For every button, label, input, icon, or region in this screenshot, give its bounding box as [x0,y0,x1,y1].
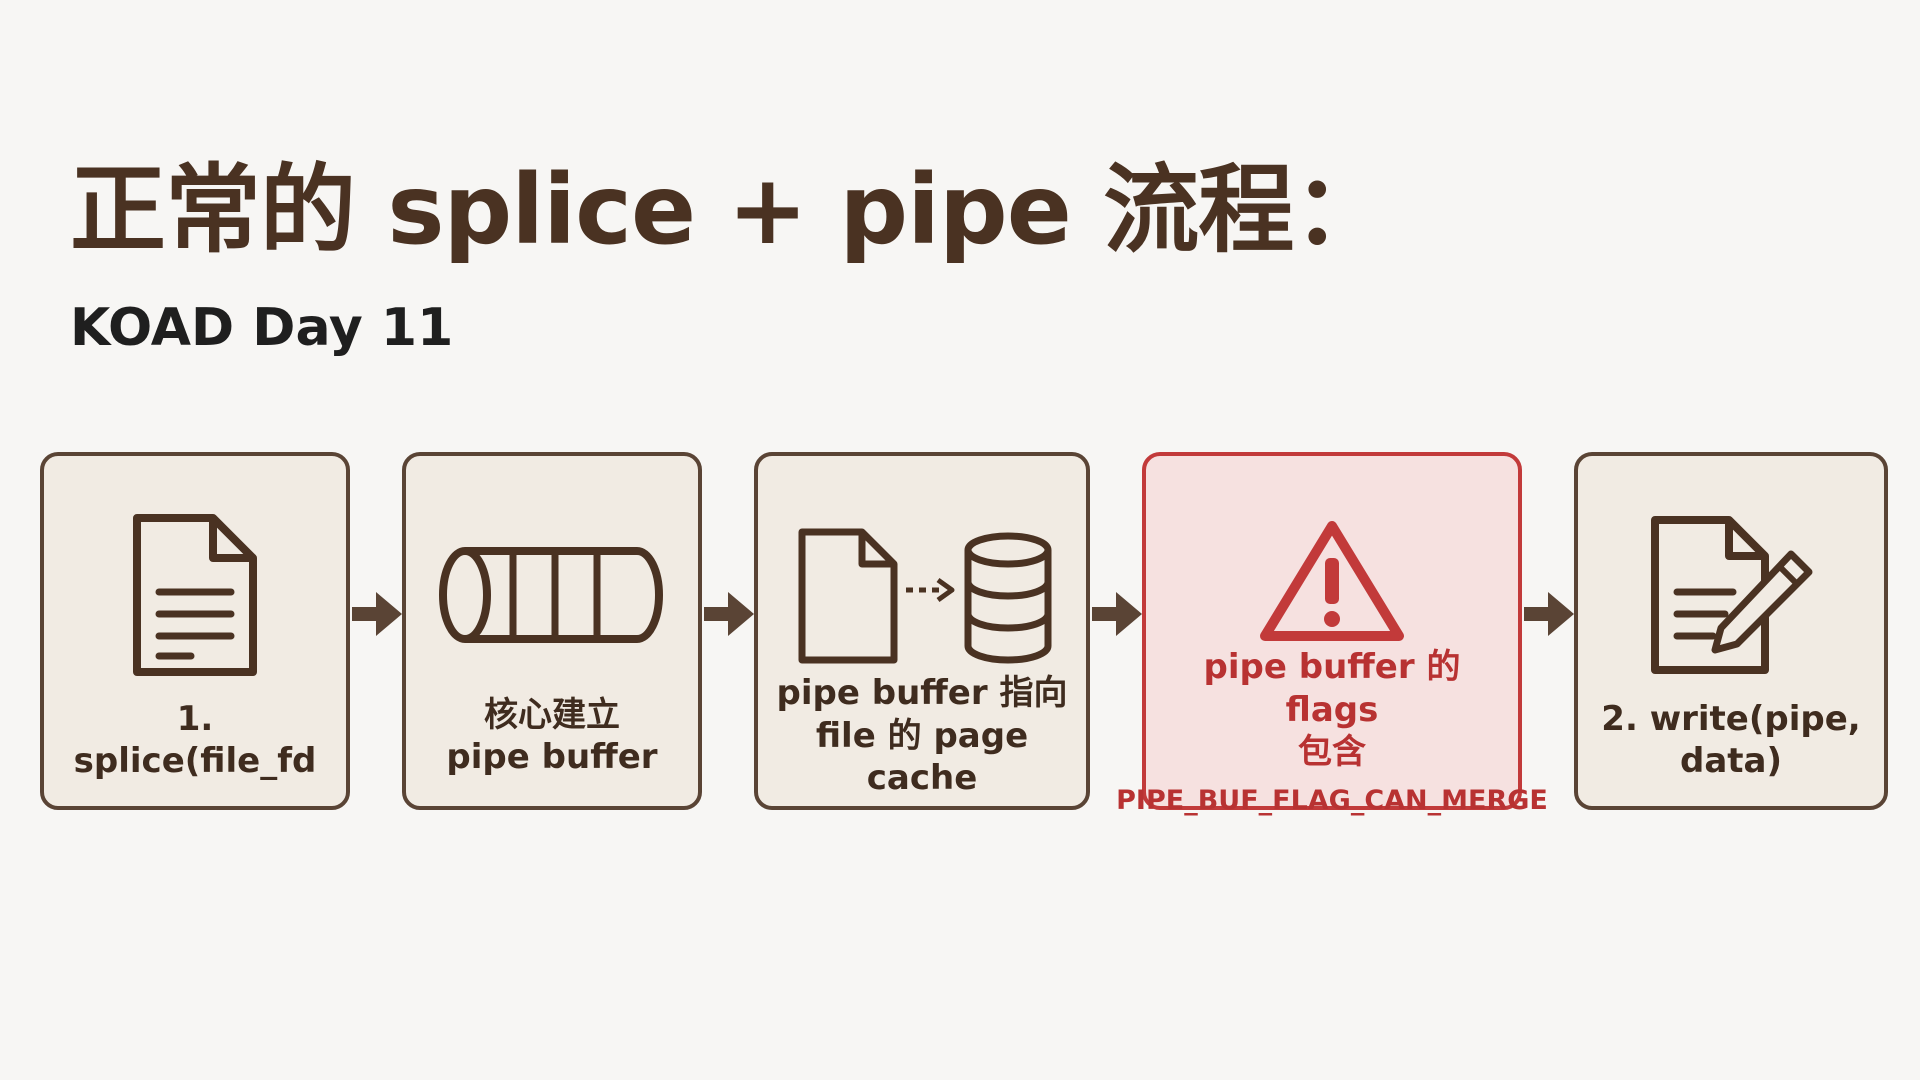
arrow-right-icon [704,592,754,636]
step-4-label-line-1: pipe buffer 的 flags [1203,647,1461,730]
step-3-label-line-2: file 的 page cache [815,715,1029,799]
page-title: 正常的 splice + pipe 流程： [70,154,1389,266]
arrow-right-icon [1092,592,1142,636]
step-2-label-line-1: 核心建立 [484,694,620,735]
document-edit-icon [1578,510,1884,680]
step-2-label-line-2: pipe buffer [446,737,658,777]
step-2-label: 核心建立 pipe buffer [414,684,690,788]
warning-icon [1146,496,1518,666]
arrow-right-icon [352,592,402,636]
step-3-label-line-1: pipe buffer 指向 [776,673,1068,714]
step-4-label-line-2: 包含 [1298,732,1366,773]
step-1-box: 1. splice(file_fd [40,452,350,810]
step-3-label: pipe buffer 指向 file 的 page cache [766,673,1078,798]
step-5-label: 2. write(pipe, data) [1586,692,1876,788]
step-2-box: 核心建立 pipe buffer [402,452,702,810]
page-subtitle: KOAD Day 11 [70,298,454,358]
step-1-label: 1. splice(file_fd [52,692,338,788]
arrow-right-icon [1524,592,1574,636]
step-3-box: pipe buffer 指向 file 的 page cache [754,452,1090,810]
step-4-label: pipe buffer 的 flags 包含 PIPE_BUF_FLAG_CAN… [1116,647,1548,816]
step-4-label-line-3: PIPE_BUF_FLAG_CAN_MERGE [1116,784,1548,816]
file-to-database-icon [758,510,1086,680]
step-4-box-warning: pipe buffer 的 flags 包含 PIPE_BUF_FLAG_CAN… [1116,452,1548,816]
step-1-label-line-1: 1. splice(file_fd [73,698,317,782]
document-icon [44,510,346,680]
pipe-cylinder-icon [406,510,698,680]
step-5-box: 2. write(pipe, data) [1574,452,1888,810]
step-5-label-line-1: 2. write(pipe, data) [1601,698,1861,782]
